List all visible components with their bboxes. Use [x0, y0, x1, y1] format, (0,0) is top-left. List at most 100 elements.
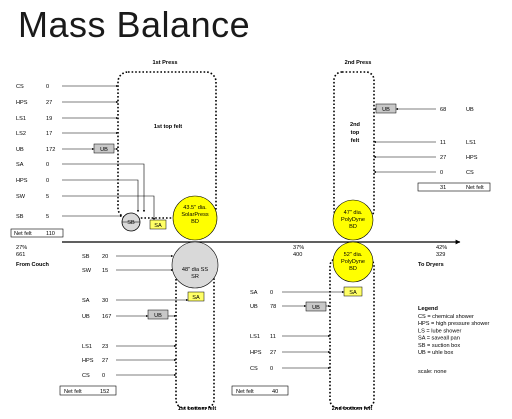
press1-top-input-value: 19 — [46, 116, 52, 122]
press1-bottom-ub-box — [147, 309, 169, 320]
press1-top-input-value: 17 — [46, 131, 52, 137]
press1-top-input-name: LS1 — [16, 116, 26, 122]
press2-bottom-input-name: HPS — [250, 350, 262, 356]
dryers-pct: 42% — [436, 245, 447, 251]
press2-top-net-felt-label: Net felt — [466, 185, 484, 191]
dryers-label: To Dryers — [418, 262, 444, 268]
press2-bottom-input-name: LS1 — [250, 334, 260, 340]
press1-top-input-value: 5 — [46, 194, 49, 200]
press2-bottom-felt-label: 2nd bottom felt — [332, 406, 373, 412]
press2-bottom-input-name: CS — [250, 366, 258, 372]
press1-top-input-value: 0 — [46, 162, 49, 168]
press2-bottom-net-felt-value: 40 — [272, 389, 278, 395]
press1-ub-box-label: UB — [100, 147, 108, 153]
press1-top-input-name: CS — [16, 84, 24, 90]
press1-top-net-felt-label: Net felt — [14, 231, 32, 237]
press1-top-input-value: 27 — [46, 100, 52, 106]
press2-bottom-net-felt-box — [231, 385, 289, 396]
couch-val: 661 — [16, 252, 25, 258]
press1-top-net-felt-box — [10, 228, 64, 238]
press2-bottom-input-value: 78 — [270, 304, 276, 310]
press1-bottom-input-name: SB — [82, 254, 90, 260]
legend-item: CS = chemical shower — [418, 314, 474, 320]
press1-top-roll — [172, 195, 218, 241]
press2-bottom-roll — [332, 241, 374, 283]
press1-bottom-input-value: 20 — [102, 254, 108, 260]
dryers-val: 329 — [436, 252, 445, 258]
press2-bottom-input-name: UB — [250, 304, 258, 310]
press1-top-input-name: SB — [16, 214, 24, 220]
press2-top-input-value: 27 — [440, 155, 446, 161]
press1-bottom-input-value: 30 — [102, 298, 108, 304]
press1-bottom-felt-label: 1st bottom felt — [178, 406, 217, 412]
legend-scale: scale: none — [418, 369, 447, 375]
legend-item: LS = lube shower — [418, 328, 462, 334]
press1-label: 1st Press — [153, 60, 178, 66]
press2-top-inputs: 68 UB 11 LS1 27 HPS 0 CS — [373, 107, 478, 176]
press2-bottom-input-value: 0 — [270, 290, 273, 296]
press1-top-input-name: HPS — [16, 100, 28, 106]
press1-bottom-input-name: HPS — [82, 358, 94, 364]
press1-top-net-felt-value: 110 — [46, 231, 55, 237]
press1-top-input-name: LS2 — [16, 131, 26, 137]
press1-top-felt-loop — [117, 71, 217, 219]
legend-item: SB = suction box — [418, 343, 460, 349]
press1-bottom-input-value: 167 — [102, 314, 111, 320]
press1-top-input-name: SW — [16, 194, 26, 200]
press2-top-roll — [332, 199, 374, 241]
press1-bottom-ub-box-label: UB — [154, 313, 162, 319]
press1-bottom-input-value: 27 — [102, 358, 108, 364]
press2-bottom-net-felt-label: Net felt — [236, 389, 254, 395]
press1-bottom-input-name: LS1 — [82, 344, 92, 350]
press1-bottom-input-name: CS — [82, 373, 90, 379]
press1-bottom-input-name: UB — [82, 314, 90, 320]
press2-bottom-sa-box-label: SA — [349, 290, 357, 296]
press2-top-net-felt-value: 31 — [440, 185, 446, 191]
press1-sa-box — [149, 219, 167, 230]
press1-top-input-name: SA — [16, 162, 24, 168]
press2-top-ub-box-label: UB — [382, 107, 390, 113]
press2-bottom-input-name: SA — [250, 290, 258, 296]
press2-top-input-name: CS — [466, 170, 474, 176]
press2-top-net-felt-box — [417, 182, 491, 192]
couch-pct: 27% — [16, 245, 27, 251]
press1-top-input-name: HPS — [16, 178, 28, 184]
press1-bottom-input-name: SA — [82, 298, 90, 304]
press2-top-input-value: 0 — [440, 170, 443, 176]
legend-item: UB = uhle box — [418, 350, 453, 356]
press1-bottom-roll — [171, 241, 219, 289]
suction-box-roll-label: SB — [127, 220, 135, 226]
press1-sa-box-label: SA — [154, 223, 162, 229]
press2-top-input-name: HPS — [466, 155, 478, 161]
press1-bottom-net-felt-label: Net felt — [64, 389, 82, 395]
press2-top-input-value: 11 — [440, 140, 446, 146]
felt-loops — [117, 71, 375, 409]
press1-bottom-input-value: 0 — [102, 373, 105, 379]
press2-top-felt-loop — [333, 71, 375, 219]
press1-top-input-value: 0 — [46, 84, 49, 90]
press1-top-input-value: 0 — [46, 178, 49, 184]
press1-top-input-name: UB — [16, 147, 24, 153]
press1-bottom-net-felt-value: 152 — [100, 389, 109, 395]
press1-bottom-input-value: 15 — [102, 268, 108, 274]
couch-label: From Couch — [16, 262, 50, 268]
press1-bottom-sa-box-label: SA — [192, 295, 200, 301]
legend-title: Legend — [418, 306, 438, 312]
press1-bottom-input-name: SW — [82, 268, 92, 274]
press2-bottom-input-value: 0 — [270, 366, 273, 372]
press1-top-input-value: 172 — [46, 147, 55, 153]
press2-top-input-value: 68 — [440, 107, 446, 113]
press2-top-input-name: LS1 — [466, 140, 476, 146]
press2-bottom-ub-box-label: UB — [312, 305, 320, 311]
press1-top-felt-label: 1st top felt — [154, 124, 182, 130]
press1-bottom-sa-box — [187, 291, 205, 302]
press1-bottom-input-value: 23 — [102, 344, 108, 350]
mid-pct: 37% — [293, 245, 304, 251]
